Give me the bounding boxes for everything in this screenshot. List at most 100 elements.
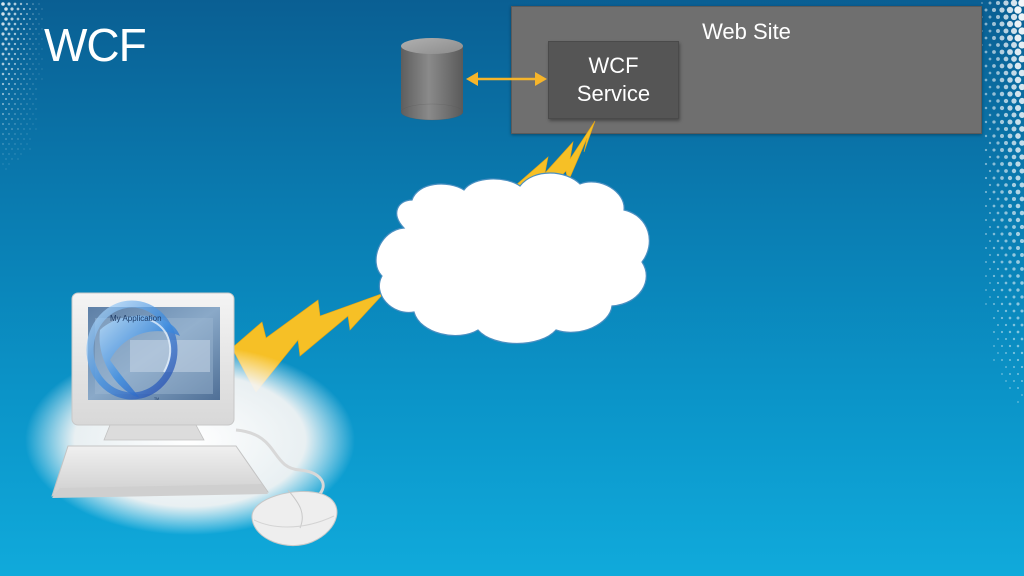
decorative-dot bbox=[14, 133, 16, 135]
decorative-dot bbox=[32, 123, 34, 125]
decorative-dot bbox=[11, 138, 13, 140]
decorative-dot bbox=[1016, 288, 1020, 292]
decorative-dot bbox=[996, 85, 1000, 89]
decorative-dot bbox=[1000, 218, 1004, 222]
decorative-dot bbox=[1003, 42, 1009, 48]
decorative-dot bbox=[26, 23, 28, 25]
decorative-dot bbox=[993, 331, 995, 333]
decorative-dot bbox=[1016, 358, 1020, 362]
decorative-dot bbox=[984, 22, 988, 26]
decorative-dot bbox=[1007, 105, 1013, 111]
decorative-dot bbox=[8, 123, 10, 125]
decorative-dot bbox=[26, 93, 28, 95]
database-icon bbox=[400, 38, 464, 121]
application-logo-icon bbox=[86, 300, 180, 400]
decorative-dot bbox=[1014, 34, 1022, 42]
decorative-dot bbox=[1018, 0, 1024, 7]
decorative-dot bbox=[1000, 344, 1004, 348]
decorative-dot bbox=[20, 53, 22, 55]
decorative-dot bbox=[35, 48, 37, 50]
double-arrow-icon bbox=[466, 72, 547, 86]
decorative-dot bbox=[1019, 224, 1024, 230]
decorative-dot bbox=[984, 78, 988, 82]
decorative-dot bbox=[1012, 323, 1016, 327]
decorative-dot bbox=[5, 128, 7, 130]
decorative-dot bbox=[989, 296, 991, 298]
decorative-dot bbox=[1007, 63, 1013, 69]
decorative-dot bbox=[988, 1, 992, 5]
decorative-dot bbox=[995, 14, 1001, 20]
decorative-dot bbox=[984, 106, 988, 110]
decorative-dot bbox=[996, 57, 1000, 61]
decorative-dot bbox=[35, 18, 37, 20]
decorative-dot bbox=[1003, 14, 1009, 20]
decorative-dot bbox=[996, 169, 1000, 173]
decorative-dot bbox=[19, 2, 23, 6]
decorative-dot bbox=[1003, 112, 1009, 118]
decorative-dot bbox=[1016, 316, 1020, 320]
decorative-dot bbox=[1006, 20, 1014, 28]
decorative-dot bbox=[16, 47, 20, 51]
decorative-dot bbox=[4, 37, 8, 41]
decorative-dot bbox=[7, 82, 11, 86]
decorative-dot bbox=[1011, 196, 1017, 202]
decorative-dot bbox=[1011, 42, 1017, 48]
decorative-dot bbox=[17, 128, 19, 130]
decorative-dot bbox=[32, 93, 34, 95]
decorative-dot bbox=[1020, 337, 1024, 341]
decorative-dot bbox=[17, 98, 19, 100]
decorative-dot bbox=[984, 120, 988, 124]
decorative-dot bbox=[992, 232, 996, 236]
decorative-dot bbox=[996, 113, 1000, 117]
decorative-dot bbox=[984, 64, 988, 68]
decorative-dot bbox=[38, 63, 40, 65]
decorative-dot bbox=[20, 123, 22, 125]
decorative-dot bbox=[4, 67, 8, 71]
decorative-dot bbox=[26, 43, 28, 45]
decorative-dot bbox=[29, 58, 31, 60]
decorative-dot bbox=[41, 68, 43, 70]
decorative-dot bbox=[999, 49, 1005, 55]
decorative-dot bbox=[4, 17, 8, 21]
decorative-dot bbox=[38, 3, 40, 5]
decorative-dot bbox=[1019, 196, 1024, 202]
decorative-dot bbox=[1001, 373, 1003, 375]
decorative-dot bbox=[984, 190, 988, 194]
decorative-dot bbox=[992, 36, 996, 40]
decorative-dot bbox=[988, 57, 992, 61]
decorative-dot bbox=[20, 143, 22, 145]
decorative-dot bbox=[1000, 148, 1004, 152]
decorative-dot bbox=[993, 359, 995, 361]
decorative-dot bbox=[999, 119, 1005, 125]
decorative-dot bbox=[1004, 323, 1008, 327]
decorative-dot bbox=[1004, 281, 1008, 285]
decorative-dot bbox=[1014, 104, 1022, 112]
decorative-dot bbox=[991, 7, 997, 13]
decorative-dot bbox=[10, 87, 14, 91]
decorative-dot bbox=[1011, 56, 1017, 62]
decorative-dot bbox=[29, 138, 31, 140]
decorative-dot bbox=[1000, 204, 1004, 208]
decorative-dot bbox=[5, 158, 7, 160]
decorative-dot bbox=[992, 78, 996, 82]
decorative-dot bbox=[14, 103, 16, 105]
decorative-dot bbox=[13, 42, 17, 46]
decorative-dot bbox=[17, 88, 19, 90]
decorative-dot bbox=[20, 153, 22, 155]
decorative-dot bbox=[1016, 274, 1020, 278]
decorative-dot bbox=[1015, 217, 1021, 223]
decorative-dot bbox=[10, 77, 14, 81]
decorative-dot bbox=[1000, 302, 1004, 306]
decorative-dot bbox=[988, 29, 992, 33]
decorative-dot bbox=[1015, 133, 1021, 139]
decorative-dot bbox=[984, 50, 988, 54]
decorative-dot bbox=[35, 118, 37, 120]
decorative-dot bbox=[1019, 238, 1024, 244]
decorative-dot bbox=[1004, 211, 1008, 215]
decorative-dot bbox=[1007, 91, 1013, 97]
decorative-dot bbox=[13, 22, 17, 26]
decorative-dot bbox=[1020, 309, 1024, 313]
decorative-dot bbox=[992, 22, 996, 26]
decorative-dot bbox=[1005, 380, 1007, 382]
